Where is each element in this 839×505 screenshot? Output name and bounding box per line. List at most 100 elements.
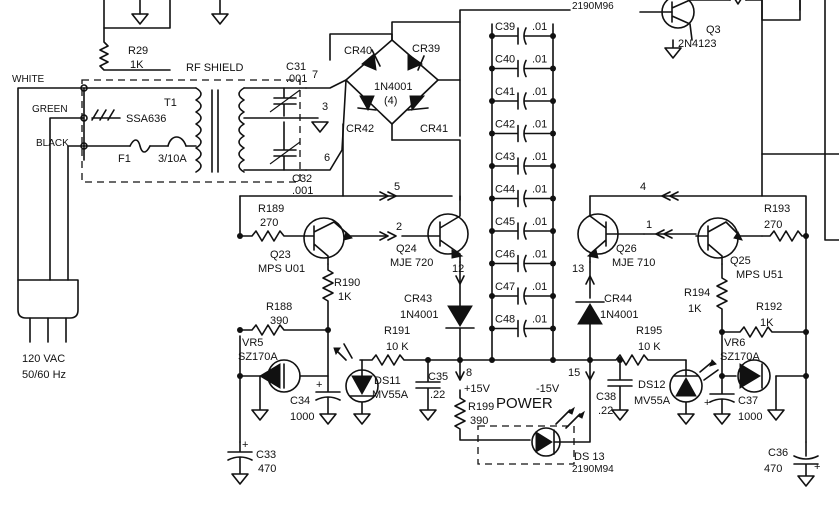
- r192-value: 1K: [760, 317, 774, 329]
- cr43-type: 1N4001: [400, 309, 439, 321]
- capacitor-row-c41: C41.01: [489, 86, 556, 110]
- capacitor-name: C40: [495, 54, 515, 66]
- vr5-label: VR5: [242, 337, 263, 349]
- node-2: 2: [396, 221, 402, 233]
- top-part-number: 2190M96: [572, 1, 614, 12]
- junction-dot: [489, 65, 495, 72]
- ds12-type: MV55A: [634, 395, 671, 407]
- ac-input: WHITE GREEN BLACK 120 VAC 50/60 Hz: [12, 74, 88, 381]
- node-12: 12: [452, 263, 464, 275]
- capacitor-name: C47: [495, 281, 515, 293]
- capacitor-value: .01: [532, 184, 547, 196]
- t1-type: SSA636: [126, 113, 166, 125]
- c32-label: C32: [292, 173, 312, 185]
- r29-section: R29 1K: [99, 0, 229, 71]
- bottom-part-number: 2190M94: [572, 464, 614, 475]
- terminal-6: 6: [324, 152, 330, 164]
- junction-dot: [489, 163, 495, 169]
- node-13: 13: [572, 263, 584, 275]
- junction-dot: [550, 33, 556, 39]
- q23-type: MPS U01: [258, 263, 305, 275]
- capacitor-name: C43: [495, 151, 515, 163]
- t1-label: T1: [164, 97, 177, 109]
- capacitor-row-c45: C45.01: [489, 216, 556, 240]
- terminal-3: 3: [322, 101, 328, 113]
- junction-dot: [489, 325, 495, 332]
- r189-label: R189: [258, 203, 284, 215]
- vac-label: 120 VAC: [22, 353, 65, 365]
- q26-label: Q26: [616, 243, 637, 255]
- capacitor-ladder: C39.01C40.01C41.01C42.01C43.01C44.01C45.…: [489, 21, 556, 361]
- q24-label: Q24: [396, 243, 417, 255]
- r188-label: R188: [266, 301, 292, 313]
- wire-white-label: WHITE: [12, 74, 45, 85]
- c31-value: .001: [286, 73, 307, 85]
- node-5: 5: [394, 181, 400, 193]
- r194-label: R194: [684, 287, 710, 299]
- c33-value: 470: [258, 463, 276, 475]
- q3-label: Q3: [706, 24, 721, 36]
- r192-label: R192: [756, 301, 782, 313]
- node-4: 4: [640, 181, 646, 193]
- r188-value: 390: [270, 315, 288, 327]
- cr39-label: CR39: [412, 43, 440, 55]
- c33-plus: +: [242, 439, 248, 451]
- c37-label: C37: [738, 395, 758, 407]
- plus15-label: +15V: [464, 383, 491, 395]
- junction-dot: [550, 293, 556, 299]
- node-8: 8: [466, 367, 472, 379]
- vr5-type: SZ170A: [238, 351, 278, 363]
- r193-value: 270: [764, 219, 782, 231]
- capacitor-value: .01: [532, 119, 547, 131]
- r29-label: R29: [128, 45, 148, 57]
- c34-label: C34: [290, 395, 310, 407]
- ds13-label: DS 13: [574, 451, 605, 463]
- negative-regulator: 4 Q26 MJE 710 13 1 CR44 1N4001 Q25 MPS U…: [550, 153, 820, 487]
- capacitor-row-c43: C43 .01: [489, 151, 556, 175]
- capacitor-row-c48: C48.01: [489, 314, 556, 338]
- junction-dot: [489, 293, 495, 299]
- junction-dot: [550, 130, 556, 137]
- c32-value: .001: [292, 185, 313, 197]
- capacitor-row-c39: C39.01: [489, 21, 556, 45]
- r29-value: 1K: [130, 59, 144, 71]
- r195-label: R195: [636, 325, 662, 337]
- c35-value: .22: [430, 389, 445, 401]
- wire-green-label: GREEN: [32, 104, 68, 115]
- wire-black-label: BLACK: [36, 138, 69, 149]
- capacitor-row-c42: C42.01: [489, 119, 556, 143]
- f1-label: F1: [118, 153, 131, 165]
- c37-plus: +: [704, 397, 710, 409]
- capacitor-value: .01: [532, 216, 547, 228]
- bridge-count: (4): [384, 95, 397, 107]
- capacitor-name: C41: [495, 86, 515, 98]
- capacitor-value: .01: [532, 21, 547, 33]
- capacitor-row-c47: C47.01: [489, 281, 556, 305]
- node-15: 15: [568, 367, 580, 379]
- q24-type: MJE 720: [390, 257, 433, 269]
- c33-label: C33: [256, 449, 276, 461]
- cr43-label: CR43: [404, 293, 432, 305]
- c38-value: .22: [598, 405, 613, 417]
- q26-type: MJE 710: [612, 257, 655, 269]
- capacitor-row-c44: C44.01: [489, 184, 556, 208]
- c36-value: 470: [764, 463, 782, 475]
- c34-value: 1000: [290, 411, 314, 423]
- junction-dot: [489, 98, 495, 104]
- r193-label: R193: [764, 203, 790, 215]
- junction-dot: [550, 260, 556, 267]
- r191-value: 10 K: [386, 341, 409, 353]
- q23-label: Q23: [270, 249, 291, 261]
- q3-transistor: Q3 2N4123: [639, 0, 801, 59]
- hz-label: 50/60 Hz: [22, 369, 66, 381]
- ds11-type: MV55A: [372, 389, 409, 401]
- junction-dot: [550, 325, 556, 332]
- capacitor-value: .01: [532, 151, 547, 163]
- capacitor-name: C46: [495, 249, 515, 261]
- junction-dot: [550, 195, 556, 202]
- c31-label: C31: [286, 61, 306, 73]
- r199-value: 390: [470, 415, 488, 427]
- power-label: POWER: [496, 395, 553, 412]
- cr44-label: CR44: [604, 293, 632, 305]
